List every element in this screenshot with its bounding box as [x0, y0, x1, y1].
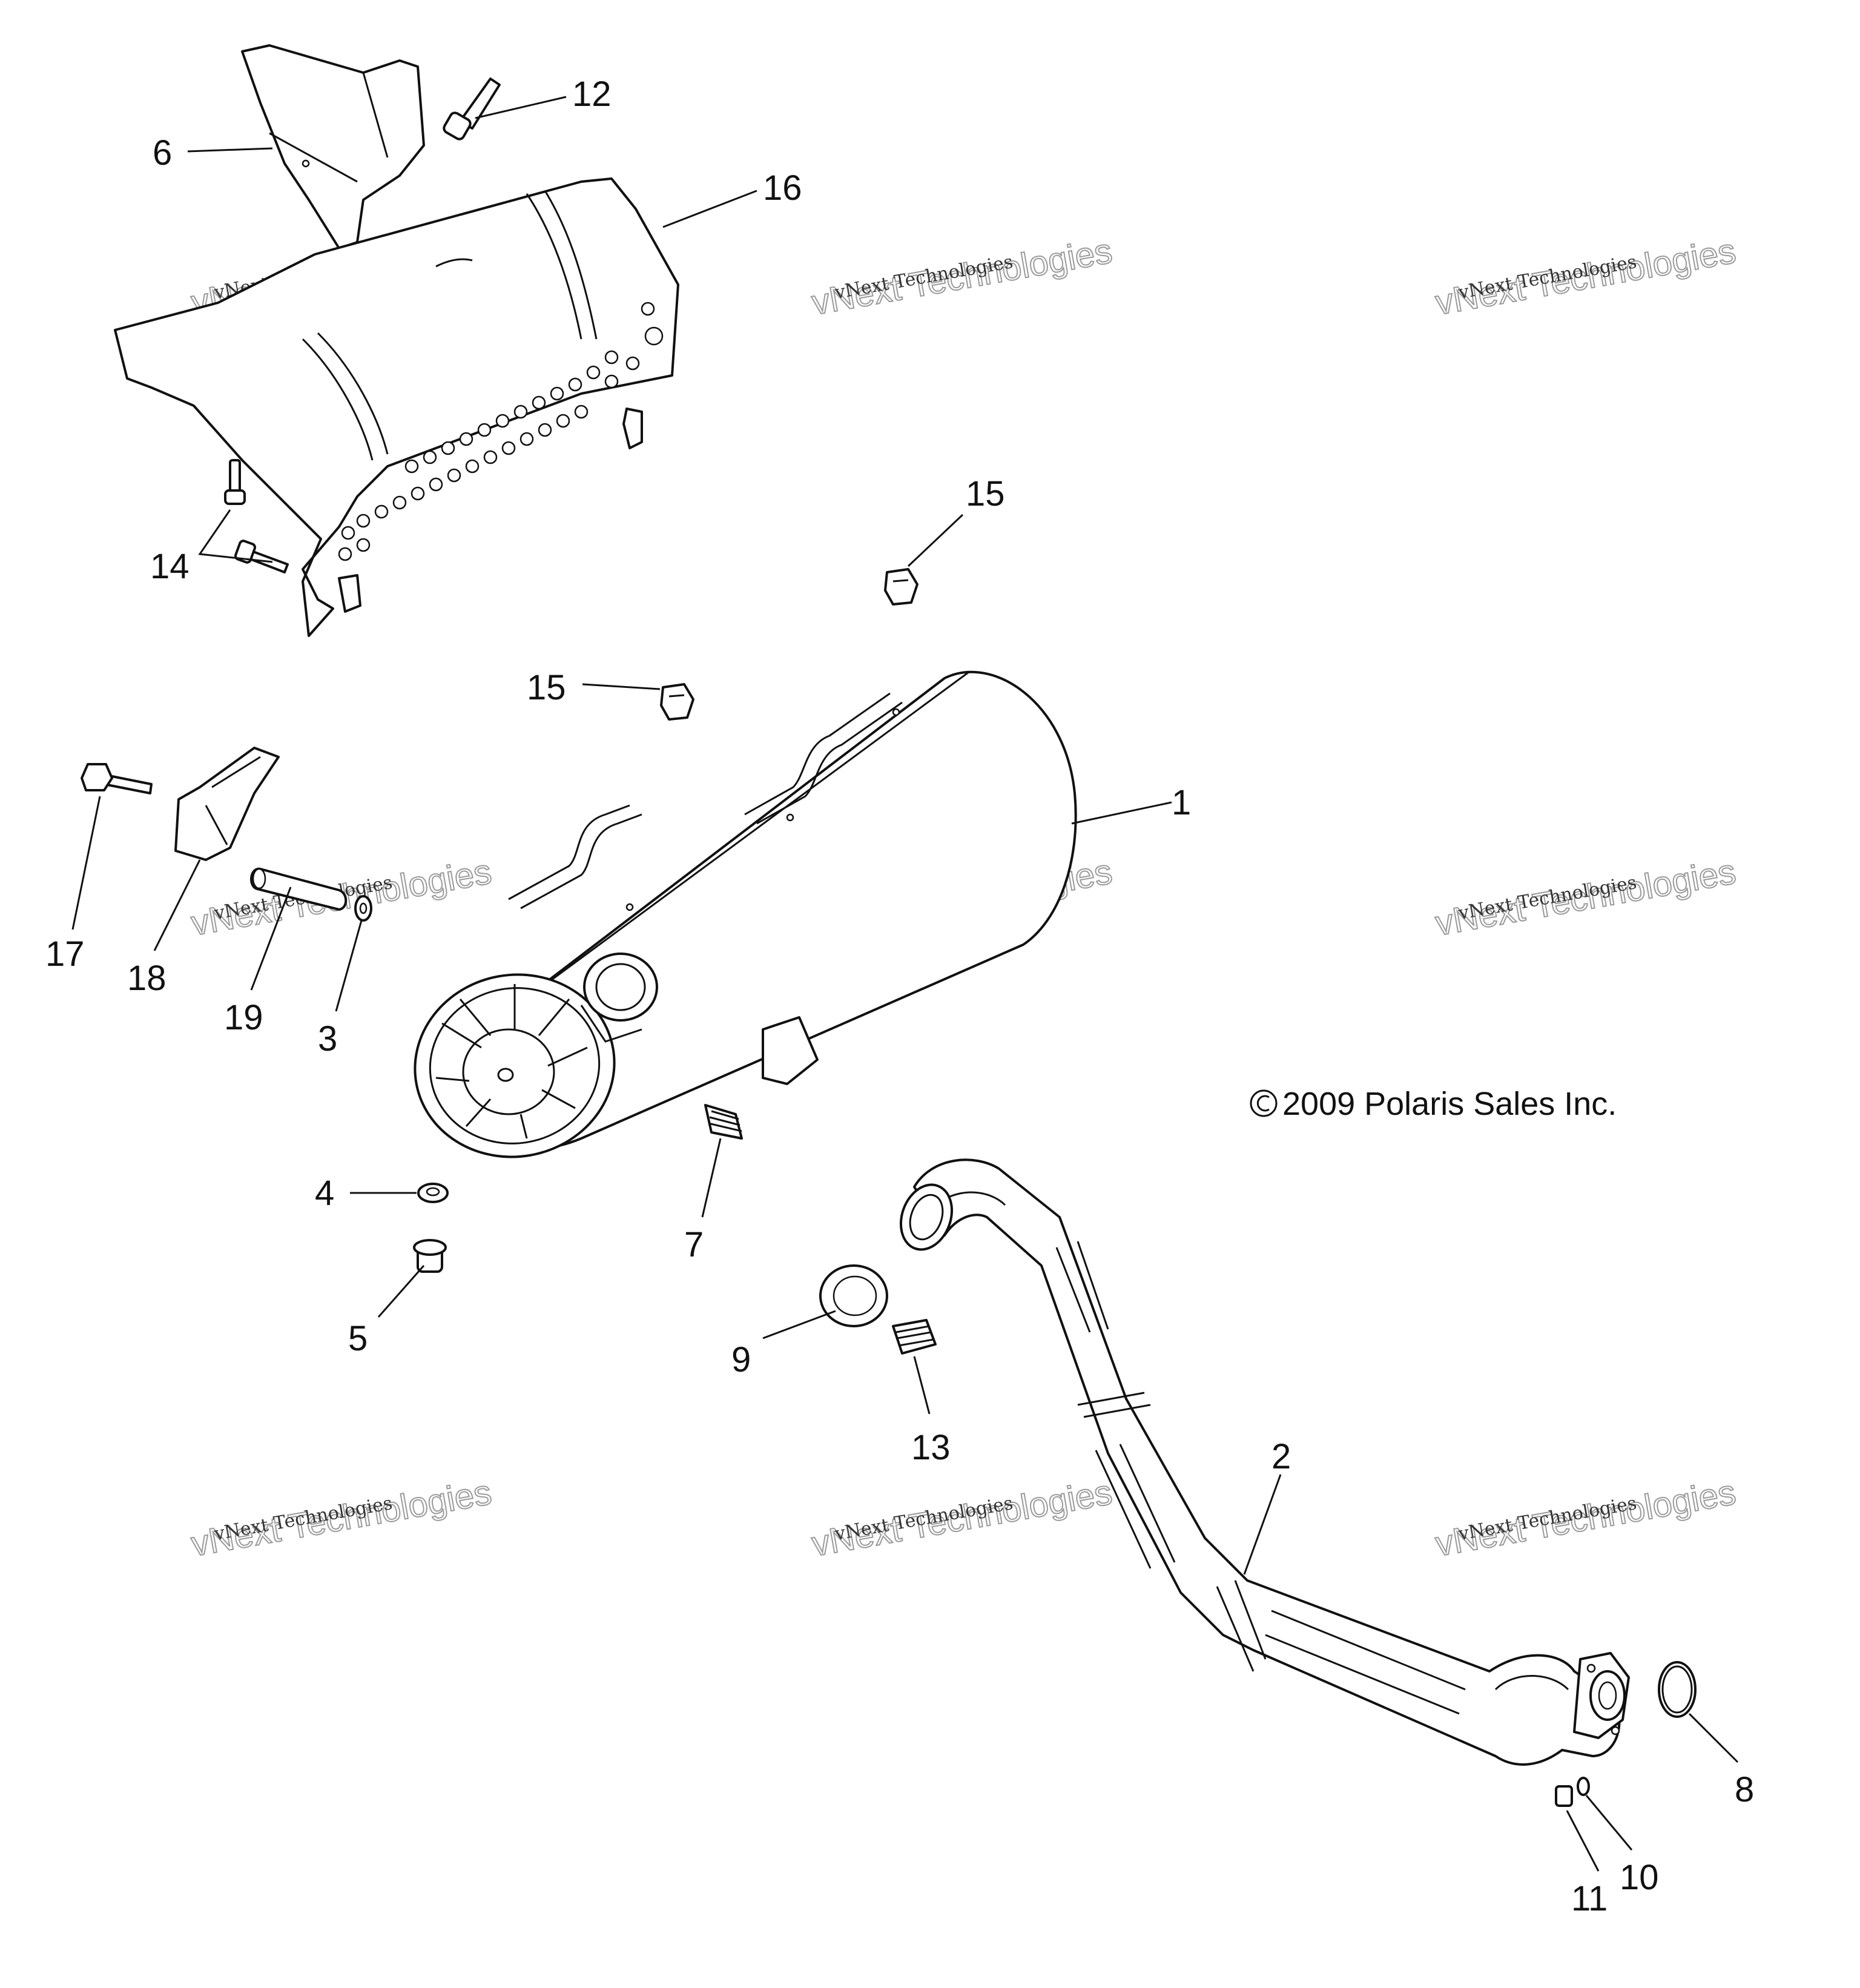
part-19-spacer — [249, 867, 348, 911]
callouts: 1 2 3 4 5 6 7 8 9 10 11 12 13 14 15 15 1… — [45, 74, 1754, 1918]
part-9-gasket — [819, 1264, 888, 1327]
part-4-nut — [417, 1183, 449, 1203]
callout-17: 17 — [45, 934, 85, 974]
part-14-bolts — [224, 459, 289, 573]
part-12-rivet — [443, 78, 501, 140]
callout-1: 1 — [1172, 783, 1191, 822]
callout-18: 18 — [127, 959, 167, 998]
callout-14: 14 — [150, 547, 190, 586]
callout-16: 16 — [763, 168, 802, 208]
part-18-bracket — [174, 747, 280, 861]
part-7-spring — [704, 1104, 743, 1140]
watermark: vNext Technologies vNext Technologies — [1432, 1472, 1740, 1565]
callout-19: 19 — [224, 998, 263, 1037]
copyright-text: 2009 Polaris Sales Inc. — [1282, 1086, 1617, 1122]
callout-9: 9 — [731, 1340, 751, 1379]
part-1-muffler — [414, 670, 1077, 1158]
watermark: vNext Technologies vNext Technologies — [808, 1472, 1116, 1565]
part-16-heat-shield — [114, 177, 679, 637]
callout-6: 6 — [153, 133, 172, 173]
leader-lines — [71, 96, 1739, 1872]
callout-5: 5 — [348, 1319, 368, 1358]
callout-13: 13 — [911, 1428, 951, 1467]
part-11-nut — [1555, 1785, 1573, 1807]
watermark: vNext Technologies vNext Technologies — [1432, 851, 1740, 944]
copyright-c-glyph — [1256, 1095, 1270, 1112]
watermark: vNext Technologies vNext Technologies — [1432, 231, 1740, 323]
callout-4: 4 — [315, 1174, 334, 1213]
part-3-washer — [354, 895, 372, 922]
part-10-washer — [1577, 1777, 1590, 1796]
callout-15-lower: 15 — [527, 668, 566, 707]
part-8-gasket — [1658, 1661, 1697, 1718]
watermark: vNext Technologies vNext Technologies — [808, 231, 1116, 323]
copyright-notice: 2009 Polaris Sales Inc. — [1250, 1086, 1617, 1122]
callout-11: 11 — [1571, 1879, 1608, 1918]
part-13-spring — [892, 1319, 937, 1355]
callout-8: 8 — [1735, 1770, 1754, 1809]
part-2-header-pipe — [899, 1158, 1630, 1766]
part-6-bracket — [241, 44, 425, 249]
watermark: vNext Technologies vNext Technologies — [188, 1472, 495, 1565]
callout-3: 3 — [318, 1019, 337, 1058]
heat-shield-holes — [338, 302, 664, 561]
callout-10: 10 — [1620, 1858, 1659, 1897]
callout-15-upper: 15 — [966, 474, 1005, 514]
copyright-symbol-icon — [1250, 1089, 1278, 1117]
part-15-nut-lower — [660, 683, 694, 721]
part-17-bolt — [81, 763, 153, 794]
callout-2: 2 — [1271, 1437, 1291, 1476]
part-5-grommet — [413, 1239, 447, 1273]
part-15-nut-upper — [884, 568, 918, 606]
callout-12: 12 — [572, 74, 612, 114]
callout-7: 7 — [684, 1225, 704, 1264]
